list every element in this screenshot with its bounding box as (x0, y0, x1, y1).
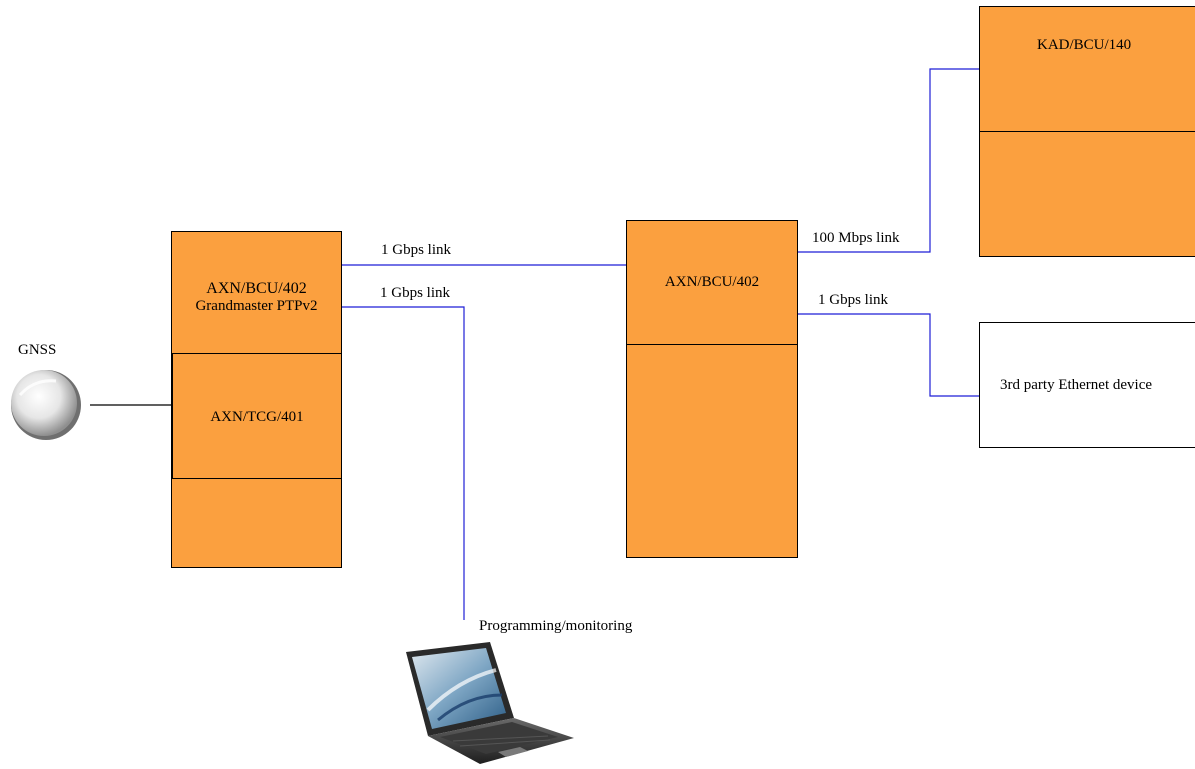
center-top-module (626, 220, 798, 345)
left-to-laptop-link-line (342, 306, 465, 620)
gnss-label: GNSS (18, 342, 57, 358)
link-label-center-to-kad: 100 Mbps link (812, 230, 900, 246)
link-label-left-to-laptop: 1 Gbps link (380, 285, 451, 301)
link-label-center-to-third-party: 1 Gbps link (818, 292, 889, 308)
center-to-kad-link-line (797, 68, 980, 253)
left-middle-module (172, 353, 342, 479)
third-party-device (979, 322, 1195, 448)
left-top-module-label-line1: AXN/BCU/402 (206, 280, 307, 297)
kad-top-module-label: KAD/BCU/140 (1037, 37, 1132, 53)
center-to-third-party-link-line (797, 313, 980, 397)
kad-top-module (979, 6, 1195, 132)
third-party-device-label: 3rd party Ethernet device (1000, 377, 1153, 393)
center-top-module-label: AXN/BCU/402 (664, 274, 760, 290)
laptop-icon (406, 642, 574, 764)
gnss-antenna-icon (11, 370, 81, 440)
laptop-label: Programming/monitoring (479, 618, 633, 634)
left-middle-module-label: AXN/TCG/401 (210, 409, 304, 425)
left-top-module-label-line2: Grandmaster PTPv2 (195, 298, 318, 314)
left-top-module (171, 231, 342, 354)
link-label-left-to-center: 1 Gbps link (381, 242, 452, 258)
